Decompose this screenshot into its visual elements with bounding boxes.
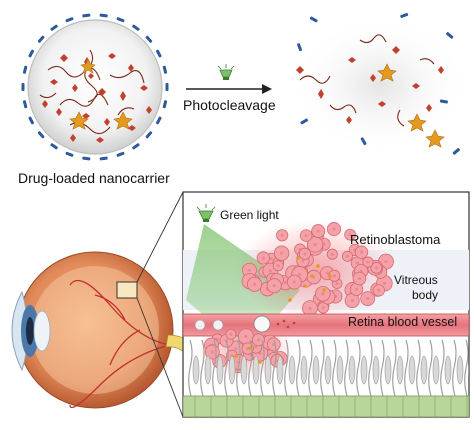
label-photocleavage: Photocleavage xyxy=(183,97,276,113)
label-retina-blood-vessel: Retina blood vessel xyxy=(348,315,458,329)
zoom-connectors xyxy=(136,191,184,418)
rpe-layer xyxy=(183,395,469,417)
eye-illustration xyxy=(11,251,199,409)
label-vitreous: Vitreous xyxy=(394,273,438,287)
released-drug-cloud xyxy=(290,12,470,155)
label-drug-loaded-nanocarrier: Drug-loaded nanocarrier xyxy=(18,170,170,186)
nanocarrier-sphere xyxy=(21,13,169,161)
zoom-inset xyxy=(182,191,470,418)
label-vitreous-body: body xyxy=(412,288,439,302)
photocleavage-arrow xyxy=(186,84,272,94)
label-green-light: Green light xyxy=(220,208,279,222)
vessel-nanocarriers xyxy=(194,315,296,333)
retina-blood-vessel xyxy=(183,313,469,337)
retinoblastoma-cells xyxy=(241,222,394,317)
green-lamp-icon xyxy=(196,204,216,222)
lamp-icon xyxy=(217,64,235,80)
retina-cell-layer xyxy=(188,339,469,397)
label-retinoblastoma: Retinoblastoma xyxy=(350,232,441,247)
